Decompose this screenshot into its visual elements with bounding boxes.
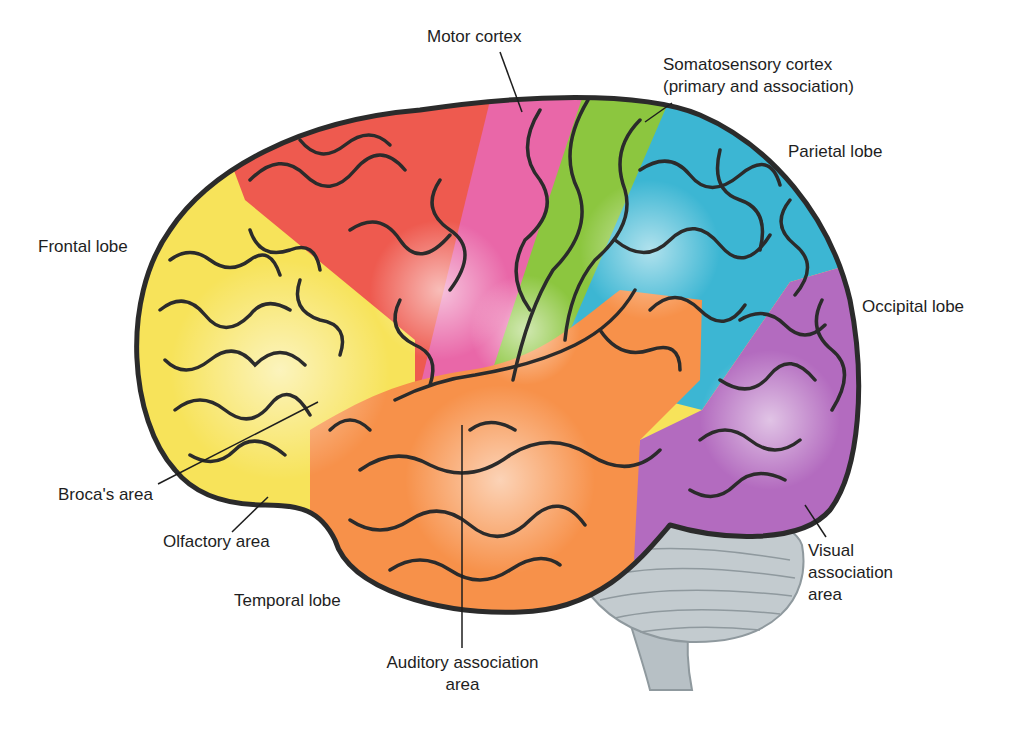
region-label: Broca's area xyxy=(58,484,153,506)
region-label: Somatosensory cortex (primary and associ… xyxy=(663,54,878,98)
region-label: Olfactory area xyxy=(163,531,270,553)
region-label: Occipital lobe xyxy=(862,296,964,318)
region-label: Temporal lobe xyxy=(234,590,341,612)
leader-lines xyxy=(158,52,826,648)
region-label: Motor cortex xyxy=(427,26,521,48)
region-label: Parietal lobe xyxy=(788,141,883,163)
region-label: Auditory association area xyxy=(375,652,550,696)
cerebrum-regions xyxy=(100,80,900,640)
region-label: Visual association area xyxy=(808,540,918,606)
region-label: Frontal lobe xyxy=(38,236,128,258)
cerebrum-outline xyxy=(137,98,859,613)
